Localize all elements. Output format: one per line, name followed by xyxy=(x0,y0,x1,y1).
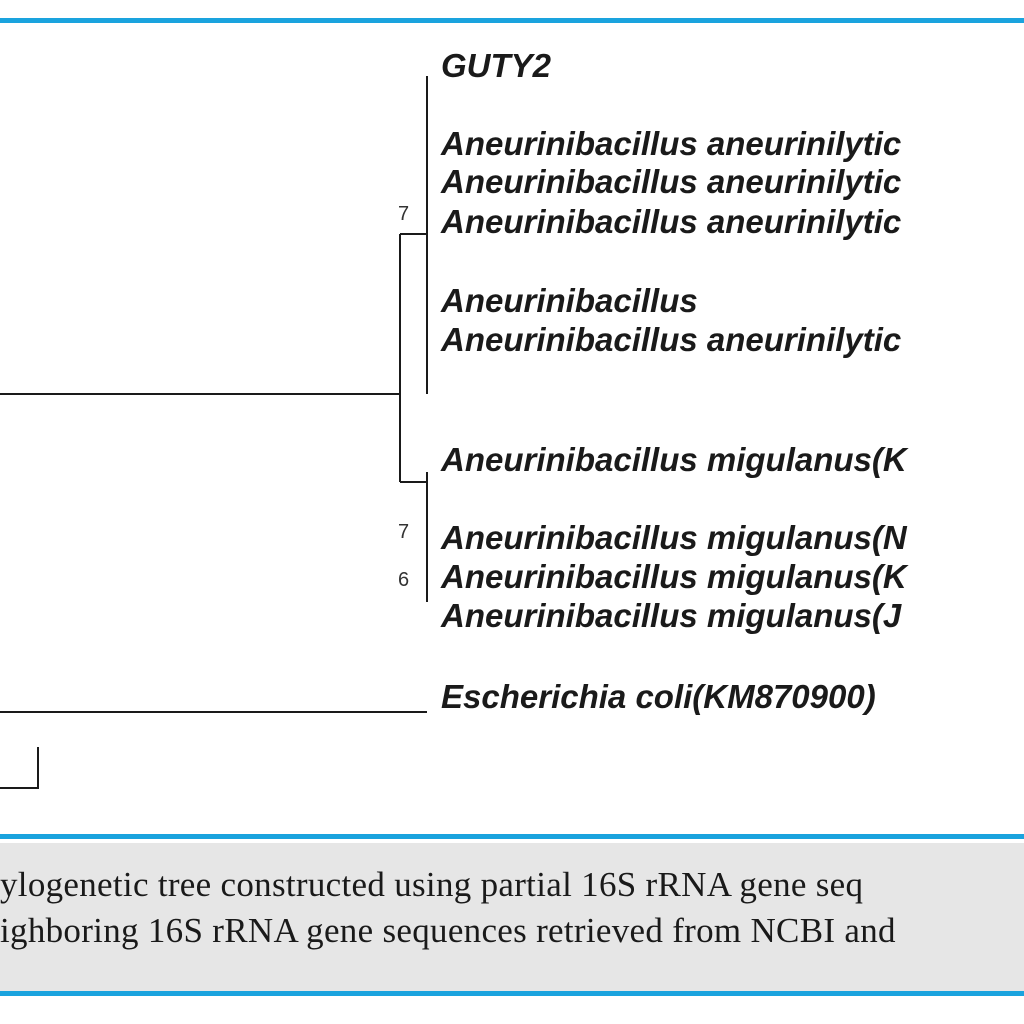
taxon-label: Aneurinibacillus migulanus(N xyxy=(440,519,908,556)
bootstrap-value: 7 xyxy=(398,203,409,225)
caption-bottom-rule xyxy=(0,991,1024,996)
taxon-label-guty2: GUTY2 xyxy=(441,47,552,84)
figure-caption: ylogenetic tree constructed using partia… xyxy=(0,843,1024,991)
taxon-label: Aneurinibacillus aneurinilytic xyxy=(440,203,901,240)
taxon-label: Aneurinibacillus xyxy=(440,282,698,319)
phylogenetic-tree: 7 7 6 GUTY2 Aneurinibacillus aneurinilyt… xyxy=(0,47,909,789)
taxon-label-ecoli: Escherichia coli(KM870900) xyxy=(441,678,876,715)
taxon-label: Aneurinibacillus aneurinilytic xyxy=(440,163,901,200)
taxon-label: Aneurinibacillus migulanus(K xyxy=(440,441,909,478)
caption-line-1: ylogenetic tree constructed using partia… xyxy=(0,865,864,904)
caption-line-2: ighboring 16S rRNA gene sequences retrie… xyxy=(0,911,896,950)
bootstrap-value: 7 xyxy=(398,521,409,543)
taxon-label: Aneurinibacillus aneurinilytic xyxy=(440,125,901,162)
top-rule xyxy=(0,18,1024,23)
tree-branches xyxy=(0,76,428,789)
caption-top-rule xyxy=(0,834,1024,839)
bootstrap-value: 6 xyxy=(398,569,409,591)
taxon-label: Aneurinibacillus aneurinilytic xyxy=(440,321,901,358)
taxon-label: Aneurinibacillus migulanus(J xyxy=(440,597,902,634)
taxon-label: Aneurinibacillus migulanus(K xyxy=(440,558,909,595)
scale-bar xyxy=(0,747,39,789)
